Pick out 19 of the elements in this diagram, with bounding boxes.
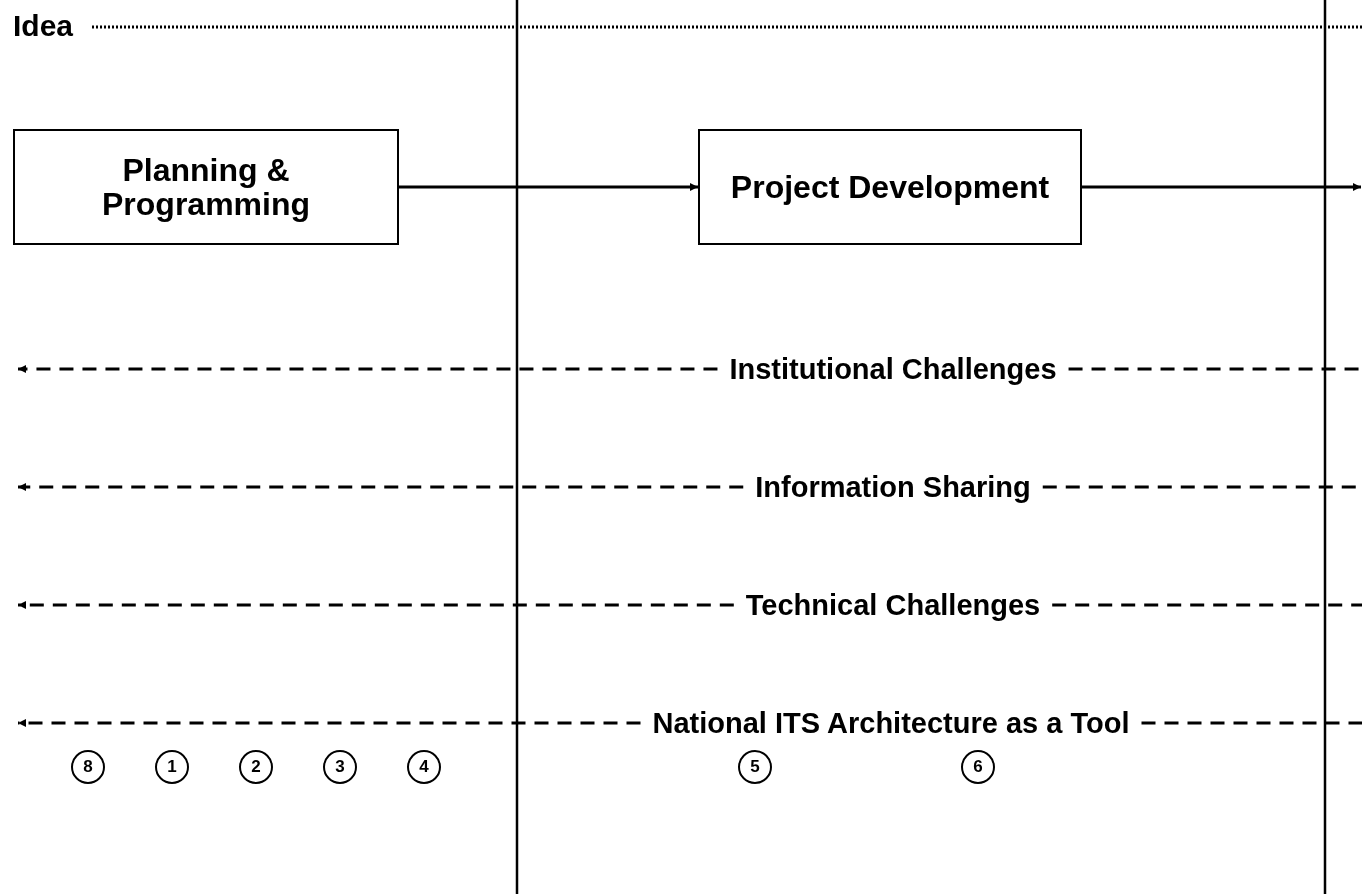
- arrow: [18, 601, 734, 609]
- callout-number: 8: [71, 750, 105, 784]
- callout-number: 6: [961, 750, 995, 784]
- process-box: Project Development: [698, 129, 1082, 245]
- arrow: [18, 365, 718, 373]
- dashed-line: [1068, 367, 1362, 371]
- arrow: [18, 719, 641, 727]
- arrow: [18, 483, 744, 491]
- callout-number: 2: [239, 750, 273, 784]
- callout-number: 4: [407, 750, 441, 784]
- dashed-line: [1052, 603, 1362, 607]
- callout-number: 5: [738, 750, 772, 784]
- callout-number: 1: [155, 750, 189, 784]
- dashed-line: [1141, 721, 1362, 725]
- callout-number: 3: [323, 750, 357, 784]
- arrow: [399, 183, 698, 191]
- arrow: [1082, 183, 1361, 191]
- process-box: Planning & Programming: [13, 129, 399, 245]
- stage-label: Idea: [13, 8, 74, 44]
